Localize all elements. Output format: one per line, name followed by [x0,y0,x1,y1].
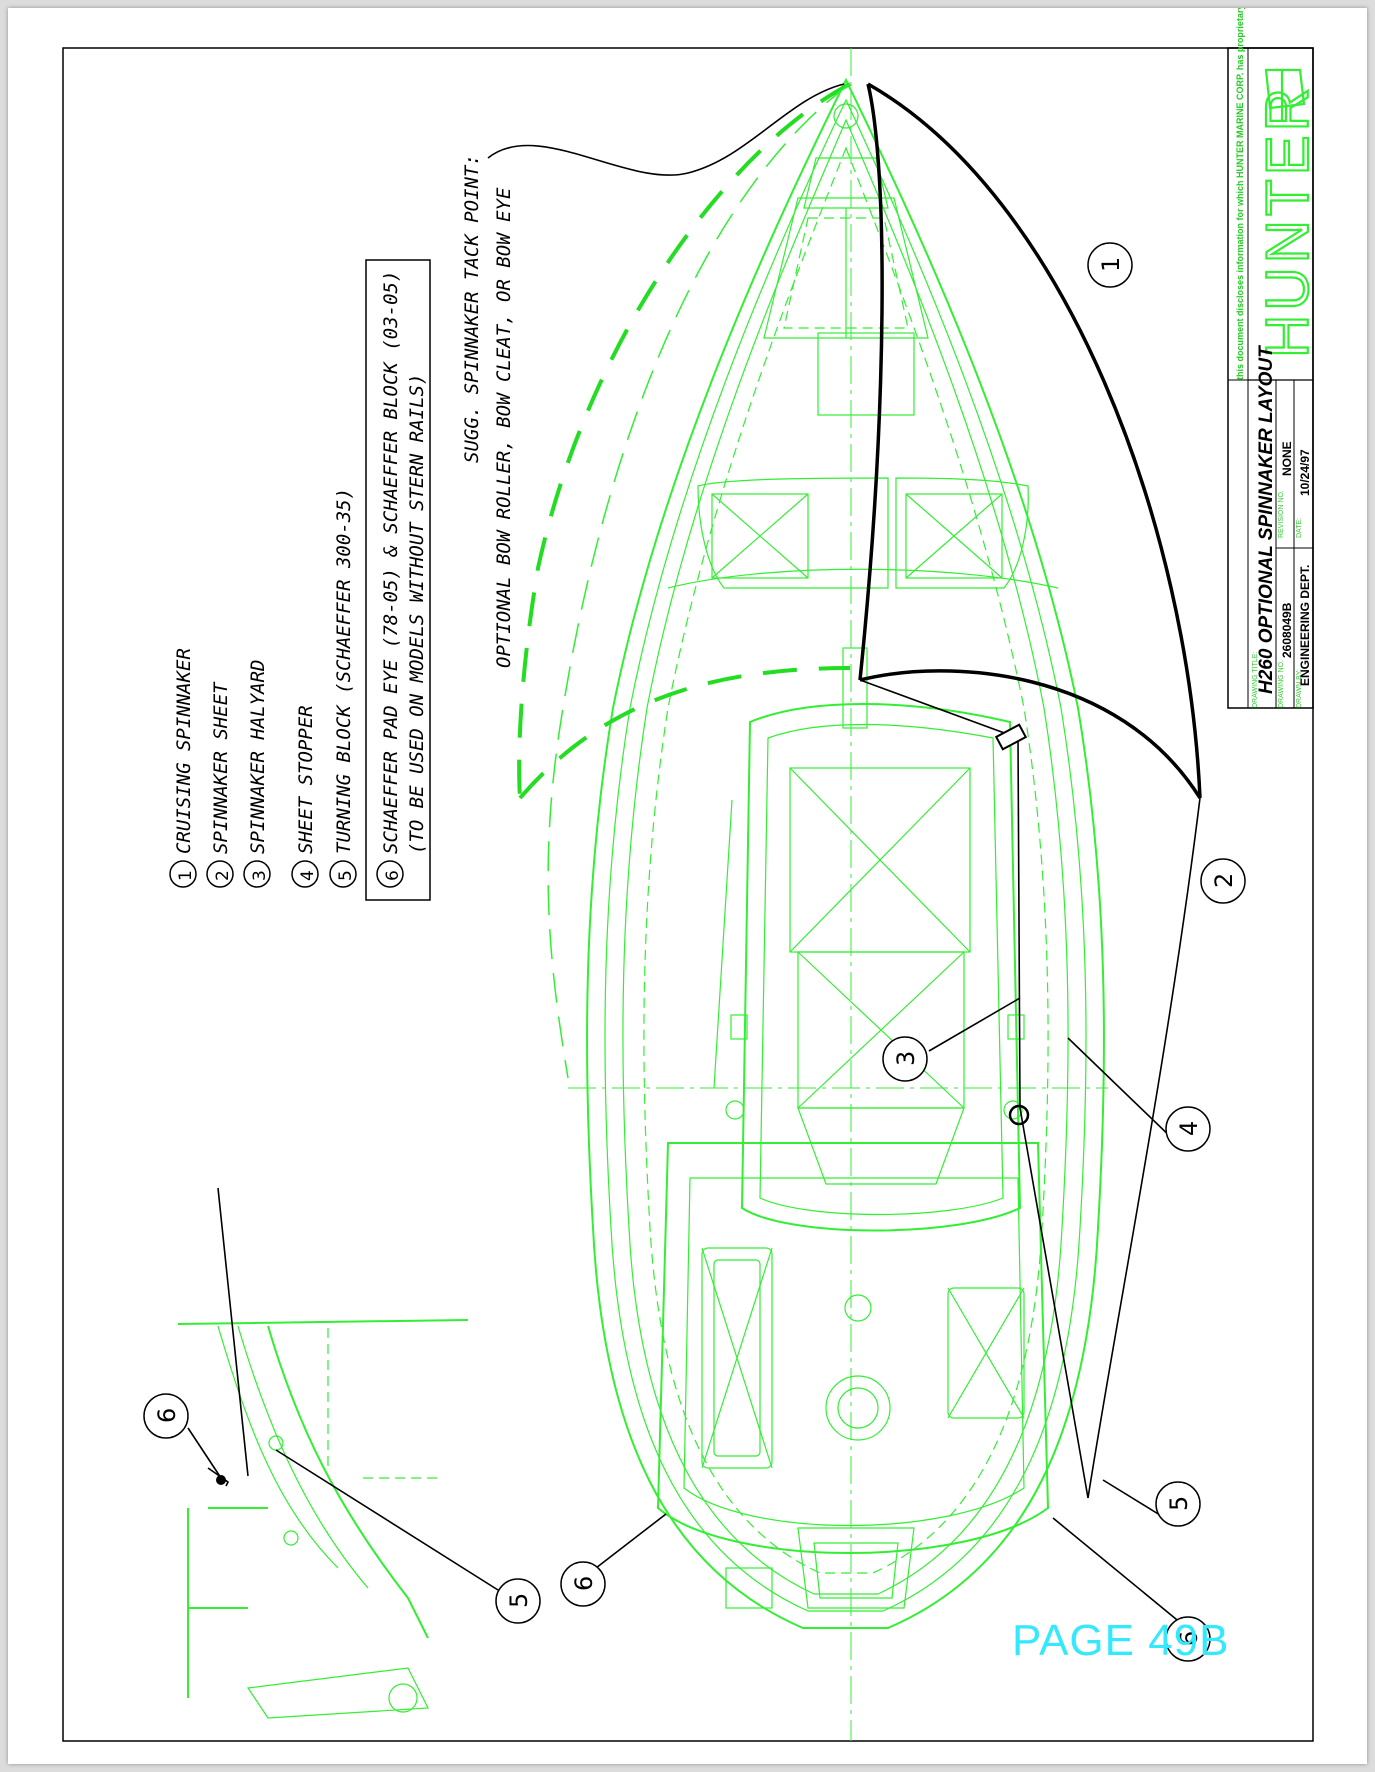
drawn-by-label: DRAWN BY: [1296,669,1303,708]
revision-label: REVISION NO. [1278,490,1285,538]
callout-3: 3 [882,1036,928,1082]
legend-item-2: SPINNAKER SHEET [210,681,232,854]
svg-text:3: 3 [892,1051,920,1066]
callout-5-main: 5 [1155,1481,1201,1527]
spinnaker-foot-port [518,666,851,800]
svg-text:2: 2 [1210,873,1238,888]
spinnaker-luff-line [547,83,851,1079]
callout-5-detail: 5 [495,1578,541,1624]
svg-text:4: 4 [298,870,318,881]
callout-6-detail: 6 [143,1393,189,1439]
legend-item-6-line2: (TO BE USED ON MODELS WITHOUT STERN RAIL… [406,374,428,854]
spinnaker-layout-drawing: 1 2 3 4 5 5 6 6 6 1 2 3 4 5 6 CRUISING S… [62,8,1322,1742]
legend-item-5: TURNING BLOCK (SCHAEFFER 300-35) [333,488,355,854]
date-label: DATE: [1296,518,1303,538]
drawn-by-value: ENGINEERING DEPT. [1298,565,1312,686]
sailboat-logo-icon [1264,68,1306,120]
svg-text:6: 6 [1175,1631,1203,1646]
tack-point-note: SUGG. SPINNAKER TACK POINT: OPTIONAL BOW… [461,154,515,668]
svg-text:6: 6 [383,870,403,881]
svg-text:5: 5 [336,870,356,881]
title-block: this document discloses information for … [1227,8,1322,709]
legend: 1 2 3 4 5 6 CRUISING SPINNAKER SPINNAKER… [169,259,431,901]
hull-plan-view [568,48,1108,1741]
callout-1: 1 [1087,242,1133,288]
legend-item-6-box [365,259,431,901]
tack-point-leader [487,83,845,176]
tack-note-line2: OPTIONAL BOW ROLLER, BOW CLEAT, OR BOW E… [493,187,515,668]
date-value: 10/24/97 [1298,449,1312,496]
sheet-lead-line [713,799,733,1089]
svg-text:2: 2 [213,870,233,881]
svg-text:3: 3 [250,870,270,881]
tack-note-line1: SUGG. SPINNAKER TACK POINT: [461,154,483,463]
svg-text:1: 1 [1097,257,1125,272]
callout-6-starboard: 6 [1165,1616,1211,1662]
svg-text:4: 4 [1175,1121,1203,1136]
svg-text:5: 5 [505,1593,533,1608]
drawing-sheet: 1 2 3 4 5 5 6 6 6 1 2 3 4 5 6 CRUISING S… [8,8,1367,1764]
turning-block [1008,1104,1030,1126]
title-label: DRAWING TITLE: [1252,652,1259,708]
spinnaker-luff [858,83,884,681]
hunter-logo-text: HUNTER [1254,84,1321,358]
legend-item-3: SPINNAKER HALYARD [247,660,269,854]
stern-side-detail [177,1319,469,1719]
spinnaker-halyard [859,679,1089,1499]
page-label: PAGE 49B [1012,1616,1230,1665]
svg-text:1: 1 [176,870,196,881]
callout-4: 4 [1165,1106,1211,1152]
proprietary-notice: this document discloses information for … [1235,8,1245,380]
callout-2: 2 [1200,858,1246,904]
legend-item-1: CRUISING SPINNAKER [173,648,195,854]
spinnaker-foot [859,669,1202,799]
sheet-stopper-block [994,723,1028,751]
svg-text:6: 6 [570,1576,598,1591]
spinnaker-leech [867,82,1202,799]
drawing-border [62,47,1314,1742]
legend-item-4: SHEET STOPPER [295,705,317,854]
drawing-no-label: DRAWING NO. [1278,660,1285,708]
spinnaker-outline-port [517,82,851,799]
black-rigging-lines [187,82,1202,1625]
spinnaker-sheet [1087,797,1201,1499]
callout-6-port: 6 [560,1561,606,1607]
drawing-number: 2608049B [1280,602,1294,658]
revision-value: NONE [1280,441,1294,476]
drawing-title: H260 OPTIONAL SPINNAKER LAYOUT [1256,345,1277,694]
svg-text:5: 5 [1165,1496,1193,1511]
legend-item-6-line1: SCHAEFFER PAD EYE (78-05) & SCHAEFFER BL… [380,271,402,854]
svg-text:6: 6 [153,1408,181,1423]
